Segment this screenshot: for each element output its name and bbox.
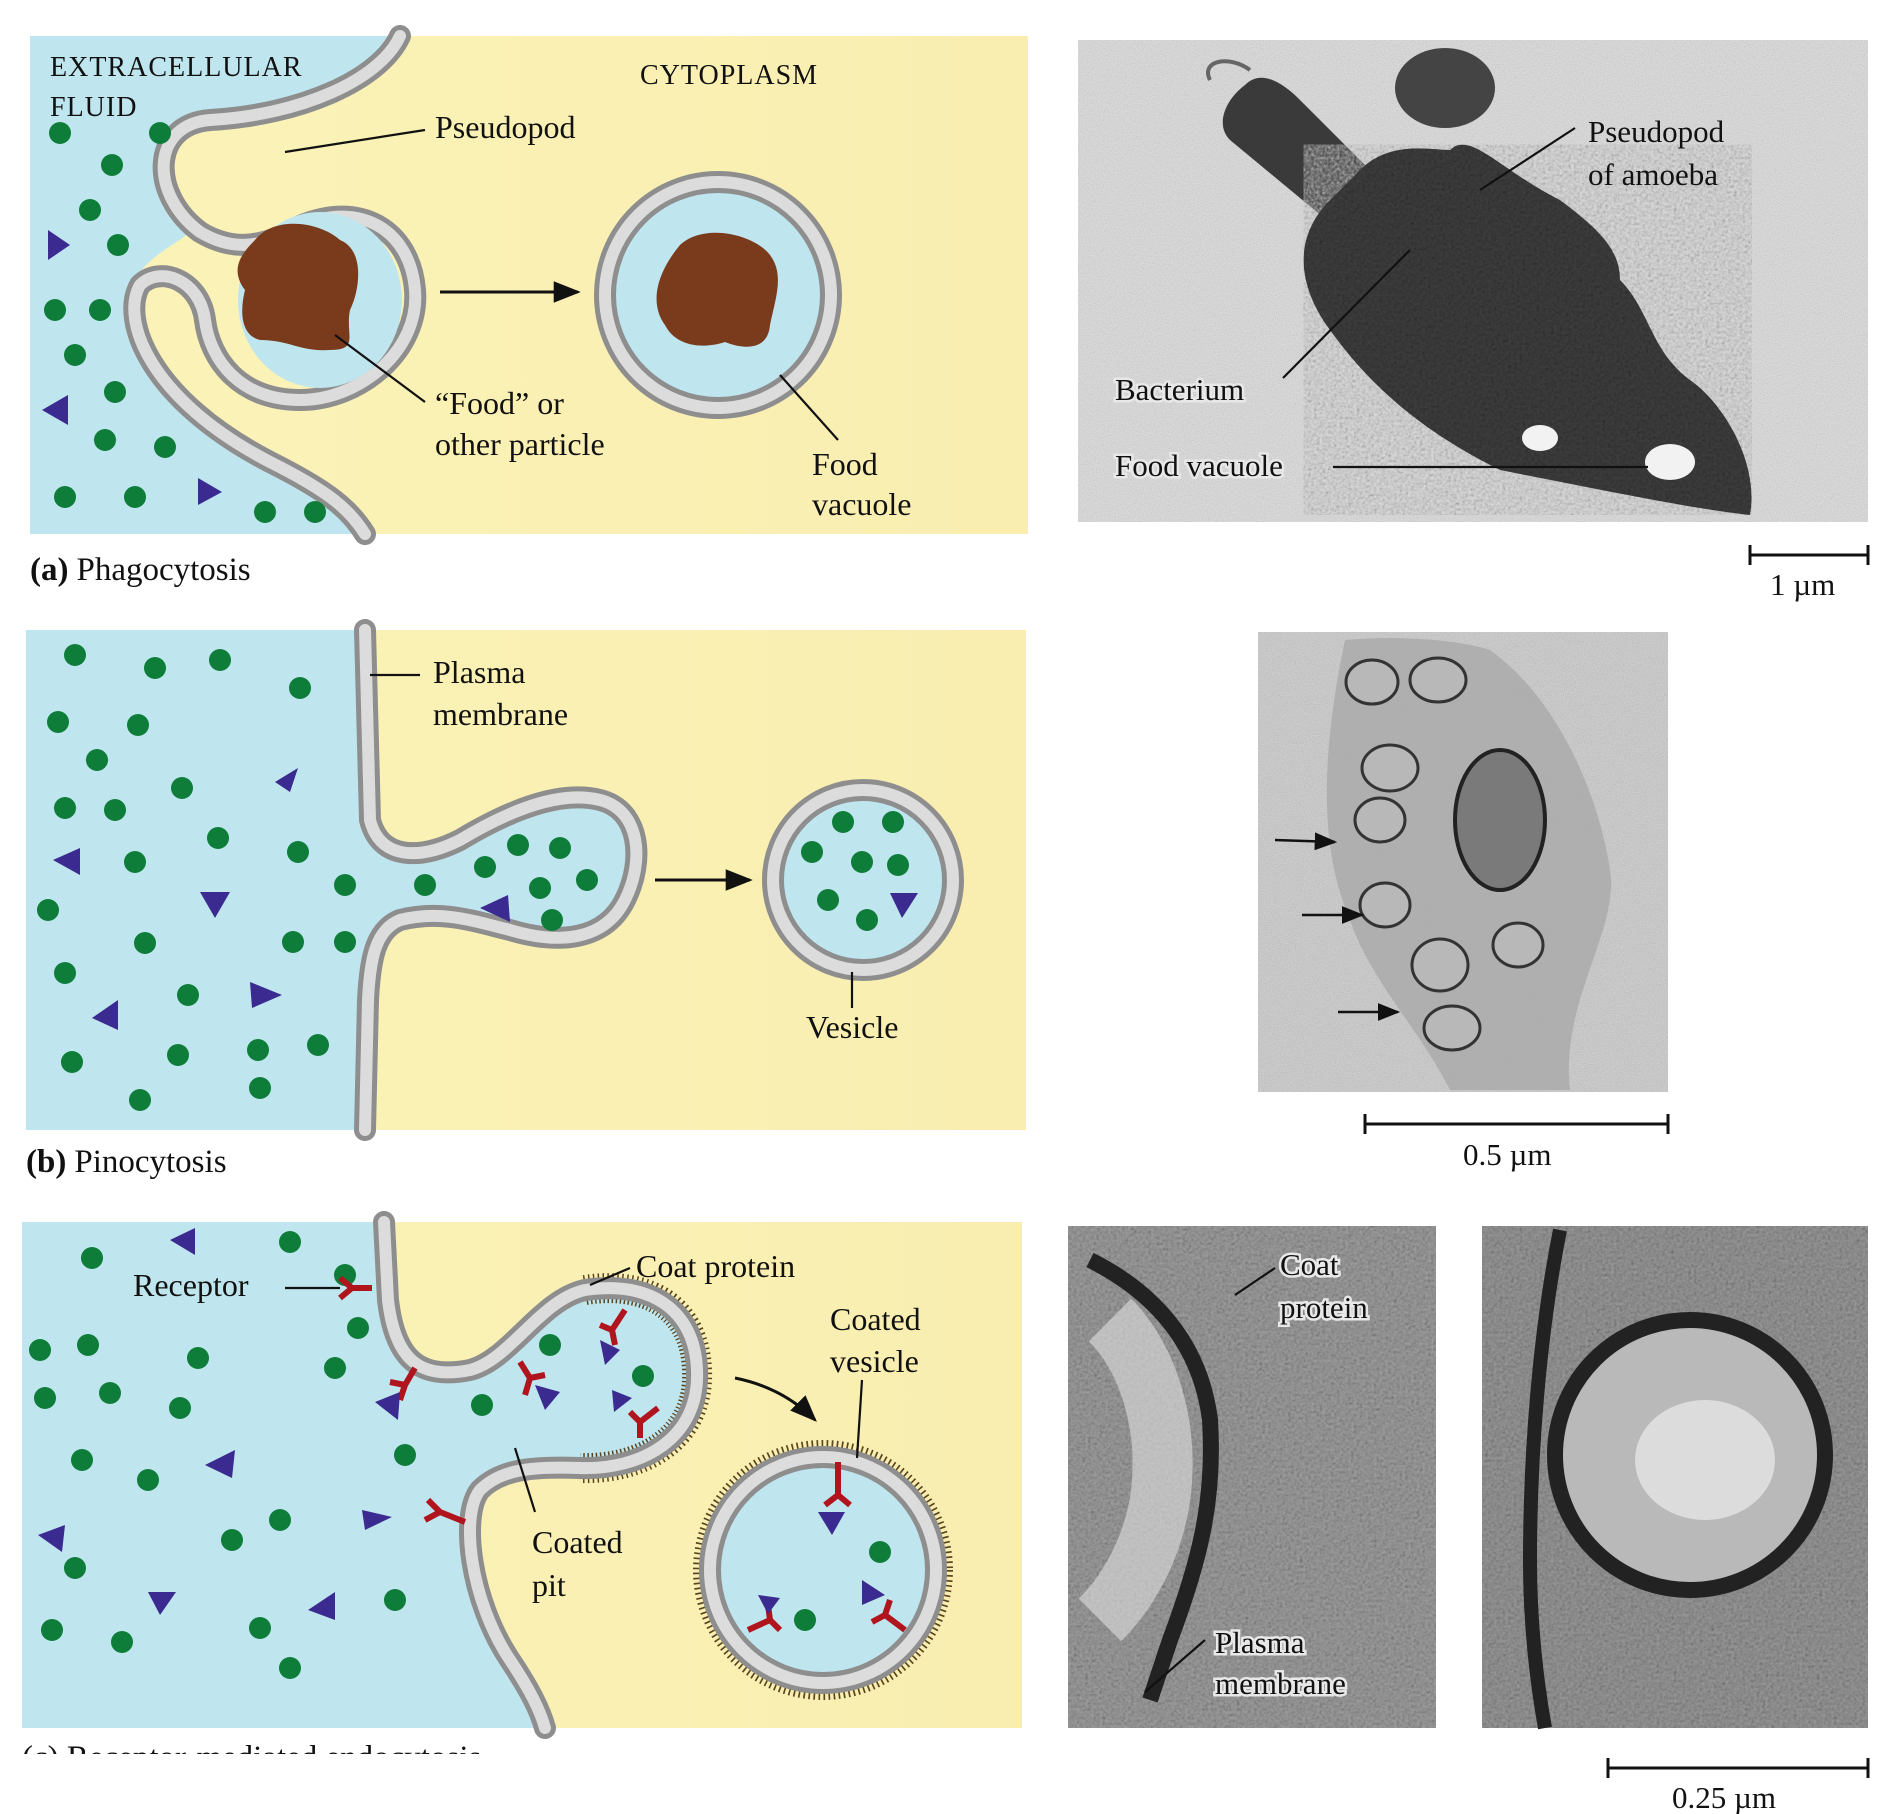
micrograph-coated-pit: Coat protein Plasma membrane [1068,1226,1436,1728]
food-label-1: “Food” or [435,385,564,421]
svg-text:(b)Pinocytosis: (b)Pinocytosis [26,1144,227,1180]
svg-text:(a)Phagocytosis: (a)Phagocytosis [30,552,251,588]
panel-c-diagram: Receptor Coat protein Coated vesicle Coa… [22,1211,1022,1776]
em-bacterium-label: Bacterium [1115,372,1244,407]
em-plasma-label-2: membrane [1215,1666,1346,1701]
solute-triangles-c [38,1228,392,1620]
receptors-c [338,1275,907,1633]
caption-b-letter: (b) [26,1144,66,1180]
coated-pit-label-2: pit [532,1567,566,1603]
food-particle-vacuole [656,232,778,347]
scale-bar-b-label: 0.5 µm [1463,1137,1551,1172]
em-pseudopod-label-1: Pseudopod [1588,114,1725,149]
amoeba-pseudopod [1303,144,1752,515]
em-arrows-b [1274,832,1401,1021]
caption-a-letter: (a) [30,552,68,588]
micrograph-phagocytosis: Pseudopod of amoeba Bacterium Food vacuo… [1078,40,1870,602]
coated-vesicle-label-2: vesicle [830,1343,919,1379]
extracellular-label-2: FLUID [50,92,137,123]
vesicle-b [773,790,953,970]
scale-bar-a: 1 µm [1748,545,1870,602]
food-label-2: other particle [435,426,605,462]
caption-a-text: Phagocytosis [76,552,250,588]
em-plasma-label-1: Plasma [1215,1625,1305,1660]
coat-protein-label: Coat protein [636,1248,795,1284]
plasma-membrane-label-1: Plasma [433,654,525,690]
solute-dots-a [44,122,326,523]
solute-dots-b [37,644,909,1111]
pseudopod-label: Pseudopod [435,109,575,145]
panel-a-diagram: EXTRACELLULAR FLUID CYTOPLASM Pseudopod … [30,25,1028,588]
caption-c-partial: (c) Receptor-mediated endocytosis [22,1740,481,1776]
solute-dots-c [29,1231,891,1679]
solute-triangles-a [42,230,222,505]
coated-vesicle-label-1: Coated [830,1301,921,1337]
coated-vesicle [710,1457,936,1683]
micrograph-coated-vesicle [1482,1226,1868,1730]
micrograph-pinocytosis: 0.5 µm [1258,632,1670,1172]
em-food-vacuole-label: Food vacuole [1115,448,1283,483]
food-particle [237,223,359,351]
coated-pit-label-1: Coated [532,1524,623,1560]
plasma-membrane-label-2: membrane [433,696,568,732]
arrow-c [734,1376,817,1422]
extracellular-label-1: EXTRACELLULAR [50,52,303,83]
scale-bar-a-label: 1 µm [1770,567,1835,602]
food-vacuole-label-2: vacuole [812,486,912,522]
receptor-label: Receptor [133,1267,249,1303]
vesicle-label: Vesicle [806,1009,898,1045]
em-pseudopod-label-2: of amoeba [1588,157,1718,192]
em-coat-label-1: Coat [1280,1247,1339,1282]
food-vacuole-label-1: Food [812,446,878,482]
em-coat-label-2: protein [1280,1290,1368,1325]
solute-triangles-b [53,768,918,1030]
panel-b-diagram: Plasma membrane Vesicle (b)Pinocytosis [26,619,1026,1180]
scale-bar-c: 0.25 µm [1606,1758,1870,1814]
scale-bar-b: 0.5 µm [1363,1114,1670,1172]
scale-bar-c-label: 0.25 µm [1672,1780,1776,1814]
caption-b-text: Pinocytosis [74,1144,226,1180]
cytoplasm-label: CYTOPLASM [640,60,818,91]
